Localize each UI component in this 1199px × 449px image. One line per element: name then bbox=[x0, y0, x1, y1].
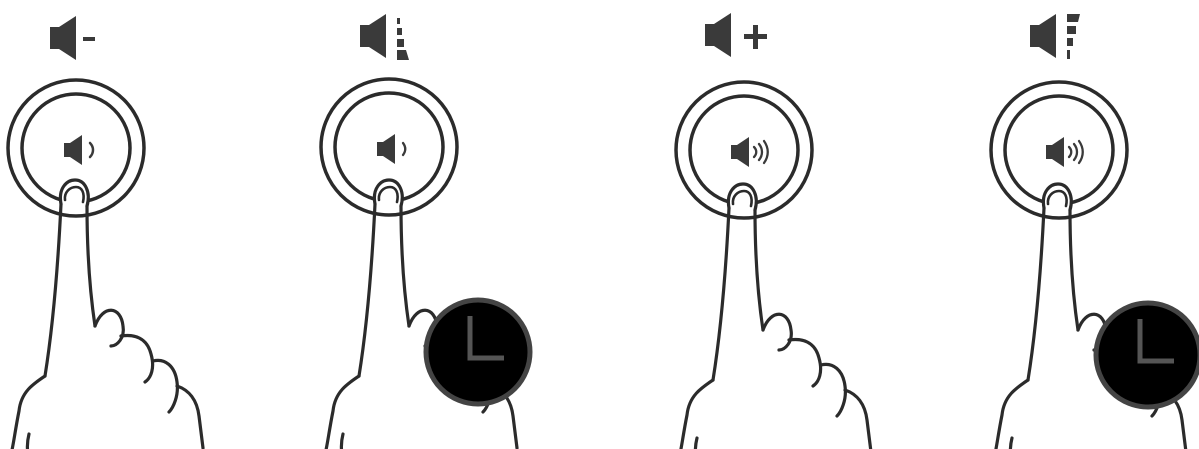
panel-volume-up-press bbox=[676, 13, 871, 449]
panel-volume-down-press bbox=[8, 16, 203, 449]
speaker-volume-decreasing-icon bbox=[360, 14, 409, 60]
speaker-volume-increasing-icon bbox=[1030, 14, 1080, 59]
clock-icon bbox=[1096, 303, 1199, 407]
speaker-minus-icon bbox=[50, 16, 95, 60]
pressing-finger-icon bbox=[11, 180, 203, 449]
clock-icon bbox=[426, 300, 530, 404]
speaker-plus-icon bbox=[705, 13, 767, 57]
panel-volume-down-hold bbox=[321, 14, 530, 449]
panel-volume-up-hold bbox=[991, 14, 1199, 449]
pressing-finger-icon bbox=[679, 184, 871, 449]
